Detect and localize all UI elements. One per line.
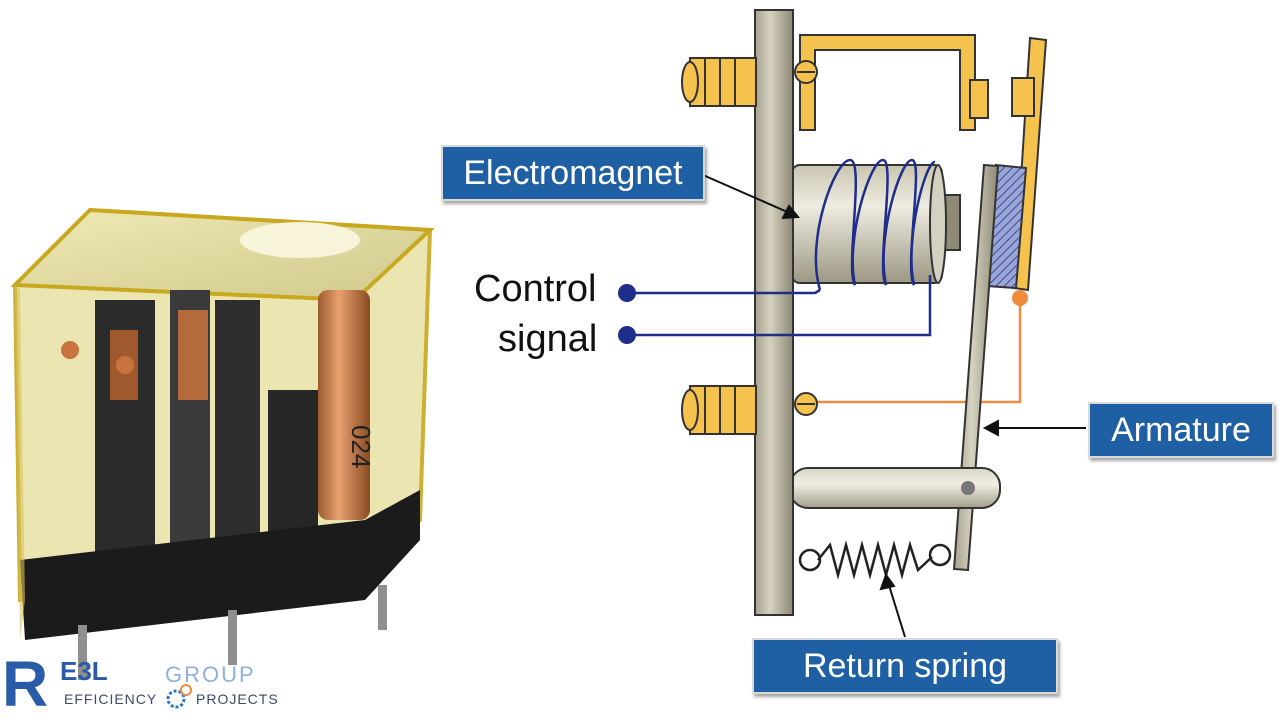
company-logo: R E3L GROUP EFFICIENCY PROJECTS: [2, 648, 279, 720]
logo-group: GROUP: [165, 662, 256, 687]
contact-wire: [805, 300, 1022, 404]
logo-letter: R: [2, 648, 48, 720]
electromagnet-arrow: [702, 174, 793, 215]
relay-diagram: [618, 9, 1086, 638]
terminal-screw-bottom: [681, 385, 818, 435]
return-spring-label: Return spring: [752, 638, 1058, 694]
fixed-contact-bracket: [799, 34, 976, 131]
signal-label: signal: [498, 318, 598, 360]
terminal-screw-top: [681, 57, 818, 107]
control-label: Control: [474, 268, 597, 310]
coil-marking: 024: [346, 425, 376, 468]
return-spring: [798, 540, 952, 580]
control-terminal-1: [618, 284, 636, 302]
relay-case: 024: [10, 207, 435, 680]
logo-tagline-left: EFFICIENCY: [64, 691, 157, 707]
logo-tagline-right: PROJECTS: [196, 691, 279, 707]
spring-arrow: [887, 581, 906, 638]
armature-label: Armature: [1088, 402, 1274, 458]
mounting-post: [754, 9, 794, 616]
control-wire-1: [627, 288, 821, 295]
contact-point: [1012, 290, 1028, 306]
control-terminal-2: [618, 326, 636, 344]
control-wire-2: [627, 275, 932, 337]
gear-icon: [166, 684, 192, 709]
coil: [318, 290, 370, 520]
electromagnet-label: Electromagnet: [441, 145, 705, 201]
coil-winding: [814, 158, 937, 291]
logo-brand: E3L: [60, 656, 108, 686]
